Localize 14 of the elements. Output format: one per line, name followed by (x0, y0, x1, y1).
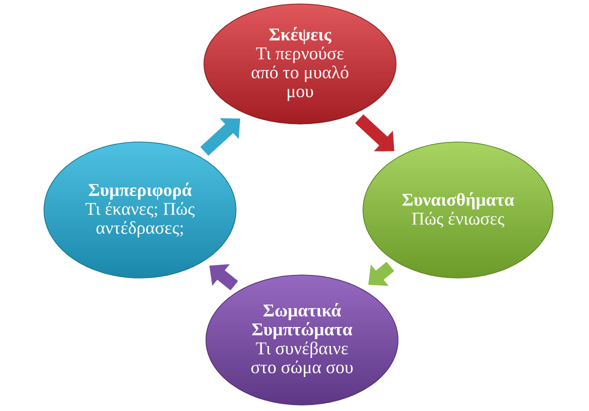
description: Τι έκανες; Πώς αντέδρασες; (86, 202, 195, 238)
ellipse-node (44, 142, 236, 278)
description: Τι συνέβαινε στο σώμα σου (251, 342, 353, 377)
description: Τι περνούσε από το μυαλό μου (252, 46, 348, 101)
heading: Συμπεριφορά (88, 182, 192, 200)
ellipse-node (206, 274, 398, 406)
heading: Σωματικά Συμπτώματα (252, 303, 352, 340)
heading: Συναισθήματα (402, 192, 514, 210)
arrow (200, 118, 240, 156)
ellipse-node (362, 142, 554, 278)
ellipse-node (204, 4, 396, 124)
description: Πώς ένιωσες (412, 212, 504, 228)
heading: Σκέψεις (269, 27, 332, 44)
arrow (355, 114, 394, 152)
